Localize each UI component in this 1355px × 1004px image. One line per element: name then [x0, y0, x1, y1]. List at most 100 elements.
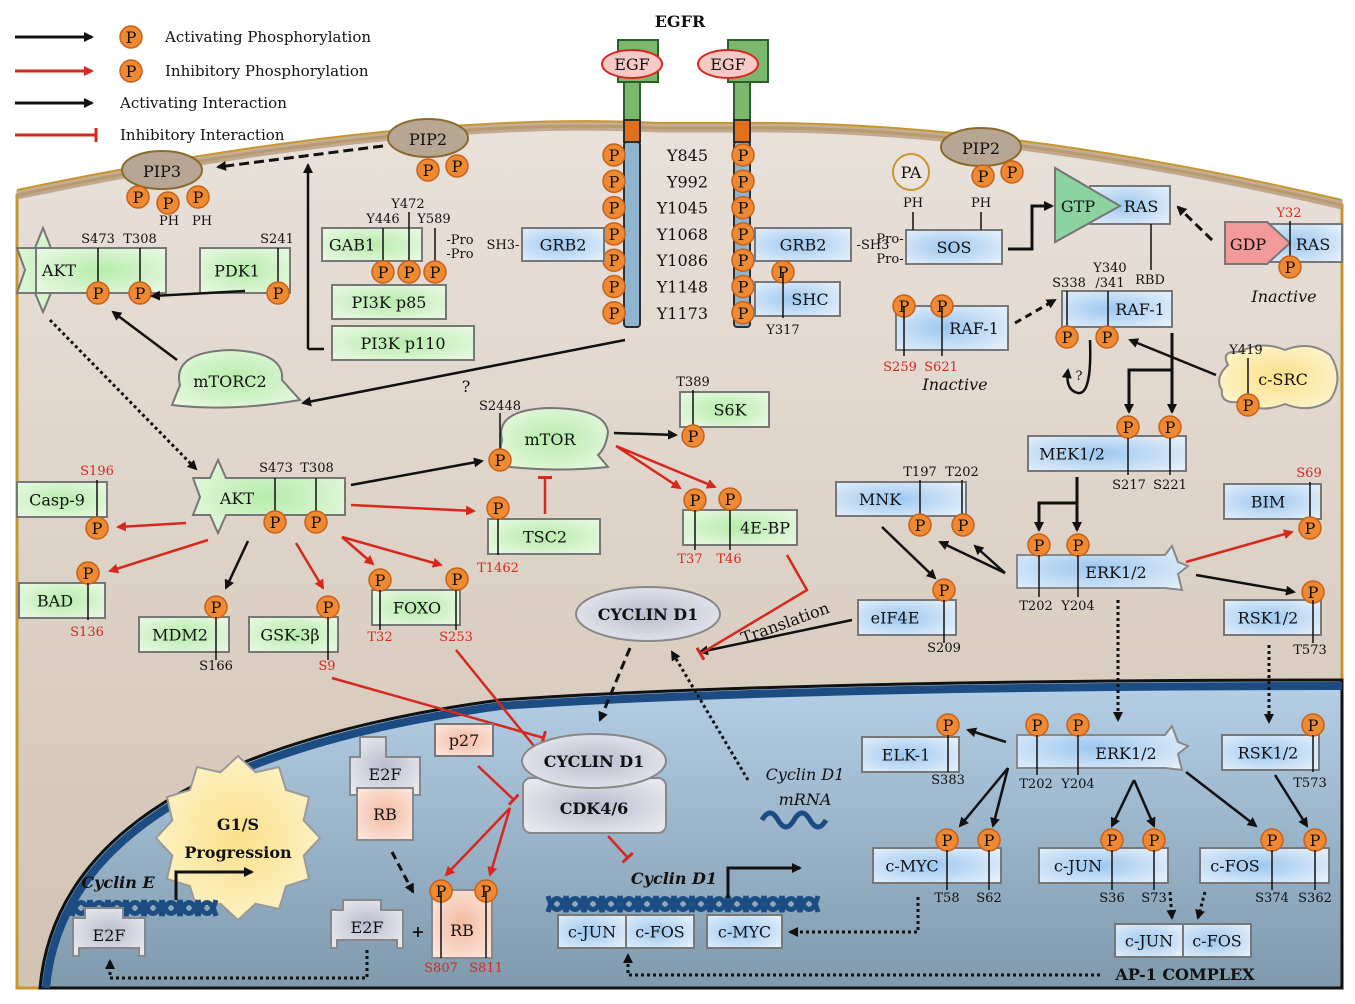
gab1-phospho: P	[423, 260, 447, 284]
cyclin-d1-mrna-export-arrow	[670, 650, 750, 781]
tsc2-site: T1462	[477, 561, 519, 576]
phospho-symbol: P	[133, 188, 144, 207]
pip2-lipid-left	[387, 118, 469, 158]
raf-inactive-site: S259	[883, 360, 917, 375]
e2f-rb-complex-rb	[356, 787, 414, 841]
mtorc2-shape	[170, 348, 302, 409]
phospho-symbol: P	[126, 62, 137, 81]
eif4e-node: eIF4E	[857, 599, 957, 636]
grb2-left-sh3: SH3-	[487, 238, 520, 253]
cdk-inhibits-cyclin-d1-gene	[607, 835, 634, 864]
sos-node: SOS	[905, 229, 1003, 265]
phospho-symbol: P	[1007, 163, 1018, 182]
ebp-site: T46	[716, 552, 741, 567]
cfos-phospho: P	[1303, 828, 1327, 852]
mnk-node-shape	[835, 481, 967, 517]
gab1-phospho: P	[397, 260, 421, 284]
egfr-site: Y1148	[656, 278, 708, 297]
foxo-node: FOXO	[371, 589, 461, 626]
ebp-phospho: P	[683, 488, 707, 512]
csrc-site: Y419	[1228, 343, 1262, 358]
egfr-phospho-right: P	[731, 222, 755, 246]
bad-node-label: BAD	[37, 592, 73, 611]
promoter-cjun: c-JUN	[557, 914, 627, 949]
akt-membrane-phospho: P	[86, 281, 110, 305]
cfos-site: S374	[1255, 891, 1289, 906]
bim-node: BIM	[1223, 483, 1322, 520]
erk-to-cmyc-arrow-b	[990, 767, 1010, 828]
sos-node-label: SOS	[936, 238, 971, 257]
erk-to-mnk-arrow-b	[973, 544, 1006, 574]
phospho-symbol: P	[135, 284, 146, 303]
phospho-symbol: P	[452, 157, 463, 176]
phospho-symbol: P	[1243, 396, 1254, 415]
e2f-dna-bound	[72, 907, 146, 957]
eif4e-phospho: P	[932, 578, 956, 602]
foxo-inhibits-cyclin-d1	[455, 649, 535, 747]
gab1-node-label: GAB1	[329, 236, 375, 255]
p27-inhibits-cdk	[477, 765, 520, 806]
cfos-site: S362	[1298, 891, 1332, 906]
erk-to-mnk-arrow-a	[938, 540, 1006, 575]
casp9-node-shape	[16, 481, 108, 518]
elk1-node-label: ELK-1	[882, 746, 931, 765]
egfr-site: Y1045	[656, 199, 708, 218]
phospho-symbol: P	[943, 716, 954, 735]
promoter-cjun-shape	[557, 914, 627, 949]
shc-node-label: SHC	[791, 290, 828, 309]
eif4e-node-label: eIF4E	[871, 609, 920, 628]
mnk-node: MNK	[835, 481, 967, 517]
gab1-node: GAB1	[321, 227, 423, 262]
cfos-node-shape	[1199, 847, 1330, 884]
phospho-symbol: P	[1073, 716, 1084, 735]
pi3k-p110-node-shape	[331, 325, 475, 361]
cyclin-d1-cyto-shape	[575, 586, 721, 642]
cyclin-d1-mrna-label: mRNA	[779, 790, 832, 809]
e2f-free	[330, 899, 404, 949]
sos-to-ras-arrow	[1008, 201, 1054, 251]
phospho-symbol: P	[1165, 418, 1176, 437]
gab1-pro: -Pro	[446, 247, 473, 262]
mnk-node-label: MNK	[859, 490, 902, 509]
foxo-node-shape	[371, 589, 461, 626]
pip2-right-label: PIP2	[962, 139, 1000, 158]
s6k-node-shape	[679, 391, 770, 428]
phospho-symbol: P	[430, 263, 441, 282]
cyclin-d1-dna-icon	[545, 895, 821, 913]
rb-complex-label: RB	[373, 805, 397, 824]
ras-inactive-phospho: P	[1278, 255, 1302, 279]
gsk3b-node-shape	[248, 616, 339, 653]
elk1-node-shape	[861, 736, 960, 773]
mtorc2-to-akt-arrow	[111, 310, 178, 361]
cjun-phospho: P	[1100, 828, 1124, 852]
ap1-cjun-shape	[1114, 923, 1184, 958]
ras-inactive-label: RAS	[1296, 235, 1331, 254]
bad-site: S136	[70, 625, 104, 640]
phospho-symbol: P	[378, 263, 389, 282]
rsk-cyto-node-shape	[1223, 599, 1322, 636]
erk-cyto-site: Y204	[1060, 599, 1094, 614]
ras-y32-site: Y32	[1275, 206, 1301, 221]
egf-label-right: EGF	[710, 55, 746, 74]
mek-phospho: P	[1116, 415, 1140, 439]
cmyc-site: T58	[934, 891, 959, 906]
phospho-symbol: P	[163, 194, 174, 213]
akt-to-gsk3b-arrow	[294, 542, 325, 590]
rsk-nuc-phospho: P	[1301, 713, 1325, 737]
akt-cyto-label: AKT	[219, 489, 255, 508]
akt-to-bad-arrow	[108, 538, 209, 574]
phospho-symbol: P	[978, 167, 989, 186]
cyclin-d1-nuc-shape	[521, 733, 667, 789]
egfr-site: Y1173	[656, 304, 708, 323]
phospho-symbol: P	[404, 263, 415, 282]
akt-membrane-site: S473	[81, 232, 115, 247]
phospho-symbol: P	[688, 427, 699, 446]
raf-inactive-state: Inactive	[921, 375, 987, 394]
phospho-symbol: P	[609, 172, 620, 191]
akt-membrane-phospho: P	[128, 281, 152, 305]
raf-active-node-label: RAF-1	[1115, 300, 1165, 319]
grb2-right-node-label: GRB2	[780, 236, 827, 255]
grb2-left-node-label: GRB2	[540, 236, 587, 255]
egfr-phospho-right: P	[731, 274, 755, 299]
